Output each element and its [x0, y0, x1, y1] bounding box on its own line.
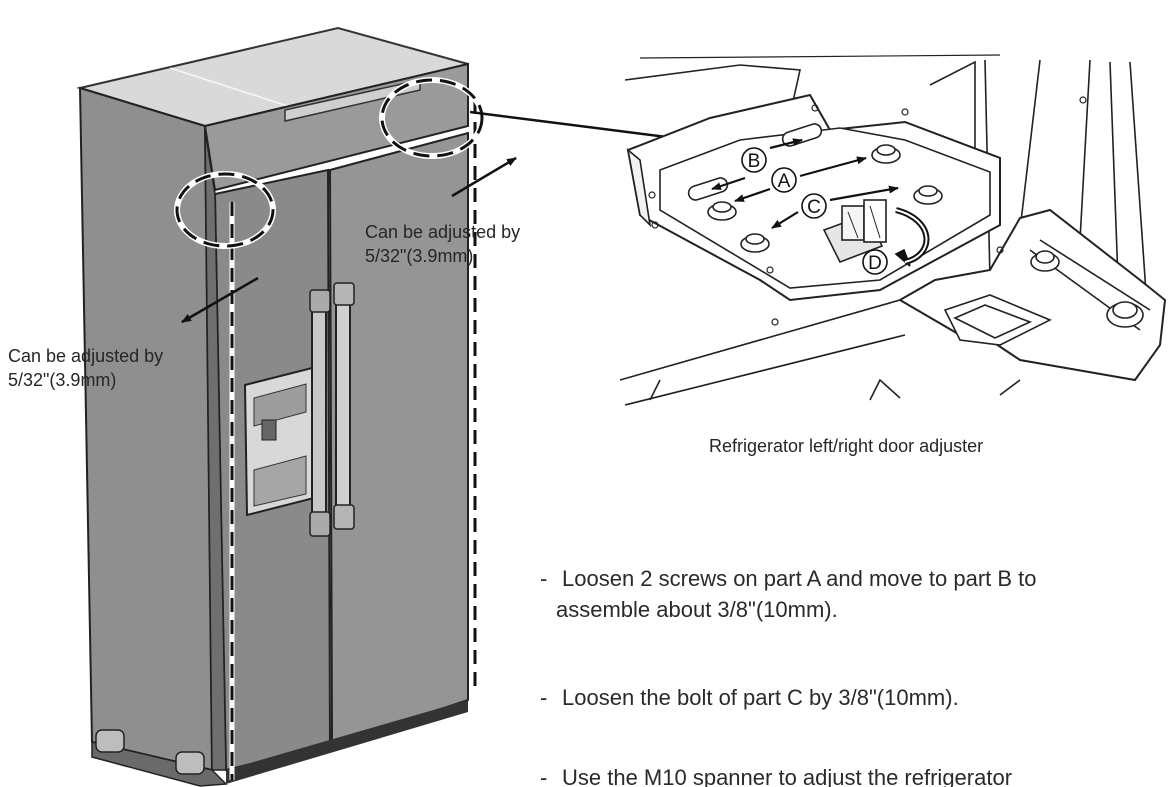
part-d-marker: D — [862, 249, 888, 275]
part-c-marker: C — [801, 193, 827, 219]
door-handles — [309, 282, 355, 537]
adjuster-detail-drawing — [619, 54, 1167, 406]
part-b-label: B — [748, 151, 761, 172]
left-door-adjust-label: Can be adjusted by 5/32"(3.9mm) — [8, 344, 163, 392]
instruction-step-3: -Use the M10 spanner to adjust the refri… — [540, 762, 1012, 787]
part-b-marker: B — [741, 147, 767, 173]
step-1-line1: Loosen 2 screws on part A and move to pa… — [562, 566, 1037, 591]
part-a-marker: A — [771, 167, 797, 193]
refrigerator-drawing — [76, 26, 707, 787]
step-3-bullet: - — [540, 765, 548, 787]
instruction-step-2: -Loosen the bolt of part C by 3/8"(10mm)… — [540, 682, 959, 713]
step-3-line1: Use the M10 spanner to adjust the refrig… — [562, 765, 1013, 787]
right-door-adjust-label: Can be adjusted by 5/32"(3.9mm) — [365, 220, 520, 268]
fridge-side-panel — [78, 86, 214, 772]
part-markers: B A C D — [741, 147, 888, 275]
part-d-label: D — [868, 253, 882, 274]
part-a-label: A — [778, 171, 791, 192]
left-door-adjust-arrow — [181, 276, 259, 324]
figure-caption: Refrigerator left/right door adjuster — [709, 436, 984, 456]
hinge-bracket — [898, 208, 1167, 382]
step-1-bullet: - — [540, 566, 548, 591]
part-c-label: C — [807, 197, 821, 218]
left-door-adjust-line2: 5/32"(3.9mm) — [8, 370, 117, 390]
right-door-adjust-line1: Can be adjusted by — [365, 222, 521, 242]
right-door-adjust-line2: 5/32"(3.9mm) — [365, 246, 474, 266]
right-door-adjust-arrow — [451, 156, 517, 198]
step-2-bullet: - — [540, 685, 548, 710]
step-2-line1: Loosen the bolt of part C by 3/8"(10mm). — [562, 685, 959, 710]
step-1-line2: assemble about 3/8"(10mm). — [556, 597, 838, 622]
left-door-adjust-line1: Can be adjusted by — [8, 346, 164, 366]
instruction-step-1: -Loosen 2 screws on part A and move to p… — [540, 563, 1037, 625]
